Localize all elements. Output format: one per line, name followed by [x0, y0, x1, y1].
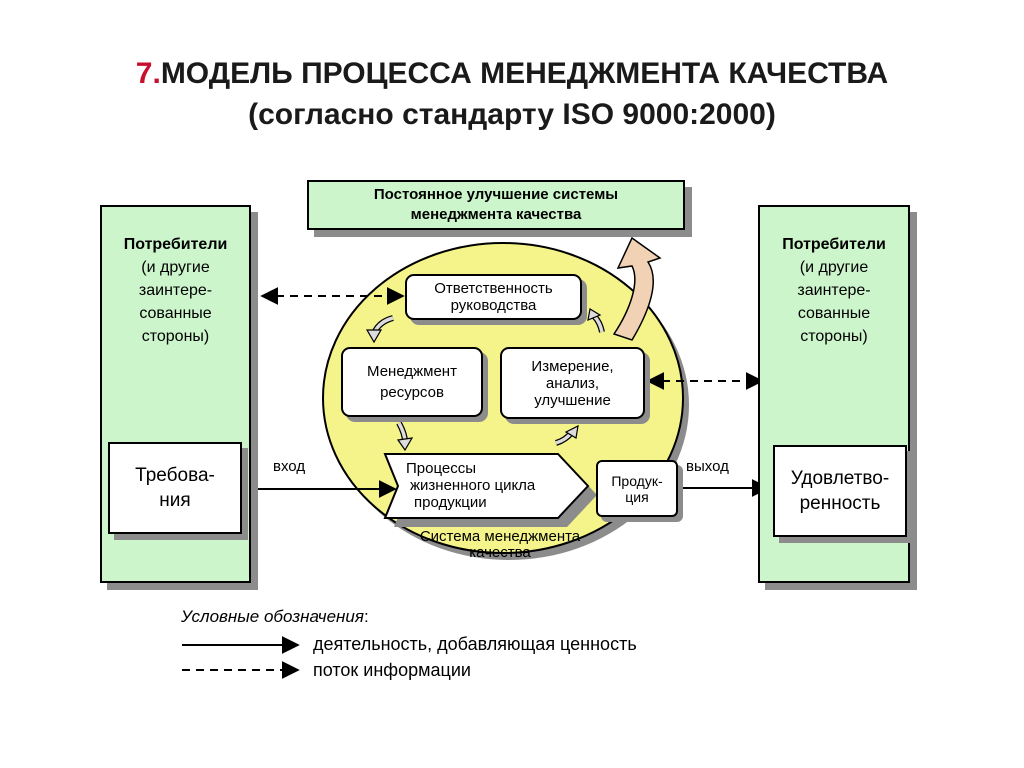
output-label: выход — [686, 458, 729, 475]
input-label: вход — [273, 458, 306, 475]
cycle-arrow-1 — [365, 315, 394, 344]
system-caption-line: Система менеджмента — [419, 528, 581, 545]
processes-text: Процессы жизненного цикла продукции — [400, 460, 570, 511]
requirements-box: Требова- ния — [108, 442, 242, 534]
cycle-arrow-4 — [587, 308, 605, 333]
customers-right-line: заинтере- — [797, 282, 871, 299]
customers-left-line: заинтере- — [138, 282, 213, 299]
improvement-line1: Постоянное улучшение системы — [373, 186, 619, 203]
system-caption-line: качества — [469, 544, 531, 561]
cycle-arrow-3 — [555, 424, 579, 446]
customers-left-line: сованные — [139, 305, 212, 322]
customers-right-heading: Потребители — [782, 236, 886, 253]
page-subtitle: (согласно стандарту ISO 9000:2000) — [248, 98, 776, 131]
responsibility-line: Ответственность — [434, 280, 553, 297]
customers-right-line: сованные — [797, 305, 871, 322]
system-caption: Система менеджмента качества — [390, 529, 610, 561]
measurement-line: Измерение, — [531, 357, 614, 375]
legend-title-colon: : — [363, 607, 369, 626]
customers-left-text: Потребители (и другие заинтере- сованные… — [102, 233, 249, 348]
customers-right-line: стороны) — [800, 328, 868, 345]
customers-left-line: (и другие — [141, 259, 210, 276]
resources-line: Менеджмент — [367, 363, 457, 380]
legend-title-text: Условные обозначения — [181, 607, 364, 626]
product-box: Продук- ция — [596, 460, 678, 517]
measurement-line: анализ, — [545, 374, 600, 392]
customers-left-line: стороны) — [141, 328, 210, 345]
legend-title: Условные обозначения: — [181, 607, 369, 627]
page-title: 7.МОДЕЛЬ ПРОЦЕССА МЕНЕДЖМЕНТА КАЧЕСТВА — [0, 55, 1024, 93]
product-line: ция — [625, 488, 649, 505]
customers-right-line: (и другие — [799, 259, 869, 276]
improvement-line2: менеджмента качества — [410, 206, 582, 223]
requirements-line: Требова- — [135, 465, 215, 486]
requirements-line: ния — [159, 490, 191, 511]
processes-line: жизненного цикла — [410, 477, 536, 494]
satisfaction-line: ренность — [799, 493, 881, 514]
title-line1: МОДЕЛЬ ПРОЦЕССА МЕНЕДЖМЕНТА КАЧЕСТВА — [160, 57, 889, 90]
customers-right-text: Потребители (и другие заинтере- сованные… — [760, 233, 908, 348]
processes-line: продукции — [414, 494, 487, 511]
improvement-arrow — [612, 236, 662, 341]
improvement-box: Постоянное улучшение системы менеджмента… — [307, 180, 685, 230]
satisfaction-box: Удовлетво- ренность — [773, 445, 907, 537]
customers-left-heading: Потребители — [123, 236, 228, 253]
cycle-arrow-2 — [396, 421, 414, 452]
legend-solid-label: деятельность, добавляющая ценность — [313, 634, 637, 654]
satisfaction-line: Удовлетво- — [790, 468, 890, 489]
measurement-analysis-box: Измерение, анализ, улучшение — [500, 347, 645, 419]
legend-dashed-label: поток информации — [313, 660, 471, 680]
product-line: Продук- — [611, 472, 663, 489]
processes-line: Процессы — [406, 460, 477, 477]
responsibility-line: руководства — [450, 297, 537, 314]
processes-arrow-shape — [383, 453, 590, 519]
title-number: 7. — [135, 57, 161, 90]
management-responsibility-box: Ответственность руководства — [405, 274, 582, 320]
resources-line: ресурсов — [380, 384, 444, 401]
resource-management-box: Менеджмент ресурсов — [341, 347, 483, 417]
measurement-line: улучшение — [534, 391, 611, 409]
